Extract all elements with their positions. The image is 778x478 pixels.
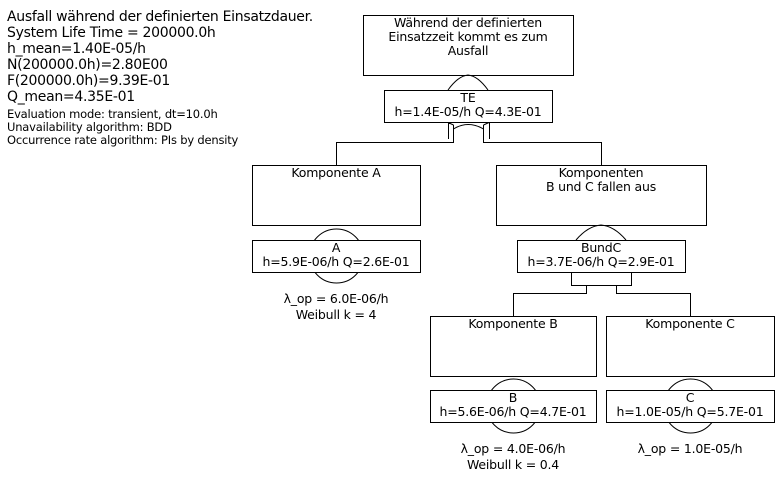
bundc-description-box [496,165,707,226]
b-metrics: h=5.6E-06/h Q=4.7E-01 [439,404,586,419]
b-label-box [430,390,597,423]
a-name: A [332,240,341,255]
top-description-line-1: Während der definierten [394,15,542,30]
h-mean: h_mean=1.40E-05/h [7,41,146,57]
top-metrics: h=1.4E-05/h Q=4.3E-01 [394,104,541,119]
occurrence-algorithm: Occurrence rate algorithm: PIs by densit… [7,133,239,147]
bundc-metrics: h=3.7E-06/h Q=2.9E-01 [527,254,674,269]
evaluation-mode: Evaluation mode: transient, dt=10.0h [7,107,218,121]
unavailability-algorithm: Unavailability algorithm: BDD [7,120,172,134]
node-b[interactable]: Komponente B B h=5.6E-06/h Q=4.7E-01 λ_o… [430,316,597,472]
node-c[interactable]: Komponente C C h=1.0E-05/h Q=5.7E-01 λ_o… [606,316,775,456]
bundc-description-line-2: B und C fallen aus [546,179,656,194]
a-description: Komponente A [291,165,381,180]
c-label-box [606,390,775,423]
connector-bundc-b [513,285,587,316]
top-description-line-2: Einsatzzeit kommt es zum [388,29,547,44]
a-metrics: h=5.9E-06/h Q=2.6E-01 [262,254,409,269]
f-value: F(200000.0h)=9.39E-01 [7,73,170,89]
bundc-description-line-1: Komponenten [559,165,644,180]
a-param-weibull: Weibull k = 4 [296,307,377,322]
and-gate-icon [571,273,632,286]
top-description-box [363,15,574,76]
c-metrics: h=1.0E-05/h Q=5.7E-01 [616,404,763,419]
bundc-label-box [517,240,686,273]
a-label-box [252,240,421,273]
node-bundc[interactable]: Komponenten B und C fallen aus BundC h=3… [496,165,707,286]
bundc-name: BundC [581,240,622,255]
b-param-weibull: Weibull k = 0.4 [467,457,559,472]
q-mean: Q_mean=4.35E-01 [7,89,135,105]
top-connector-arc [447,74,489,91]
c-name: C [686,390,695,405]
node-top-event[interactable]: Während der definierten Einsatzzeit komm… [363,15,574,142]
node-a[interactable]: Komponente A A h=5.9E-06/h Q=2.6E-01 λ_o… [252,165,421,322]
system-life-time: System Life Time = 200000.0h [7,25,216,41]
b-description-box [430,316,597,377]
connector-te-a [336,125,454,165]
c-description-box [606,316,775,377]
or-gate-icon [447,122,490,142]
a-param-lambda: λ_op = 6.0E-06/h [284,291,389,306]
bundc-connector-arc [575,224,627,241]
c-description: Komponente C [645,316,735,331]
b-param-lambda: λ_op = 4.0E-06/h [461,441,566,456]
top-name: TE [459,90,475,105]
n-value: N(200000.0h)=2.80E00 [7,57,168,73]
top-label-box [384,90,553,123]
summary-title: Ausfall während der definierten Einsatzd… [7,9,313,25]
top-description-line-3: Ausfall [448,43,489,58]
c-param-lambda: λ_op = 1.0E-05/h [638,441,743,456]
analysis-summary: Ausfall während der definierten Einsatzd… [7,9,313,147]
a-description-box [252,165,421,226]
b-name: B [509,390,517,405]
connector-te-bundc [483,125,602,165]
b-description: Komponente B [468,316,557,331]
connector-bundc-c [616,285,691,316]
